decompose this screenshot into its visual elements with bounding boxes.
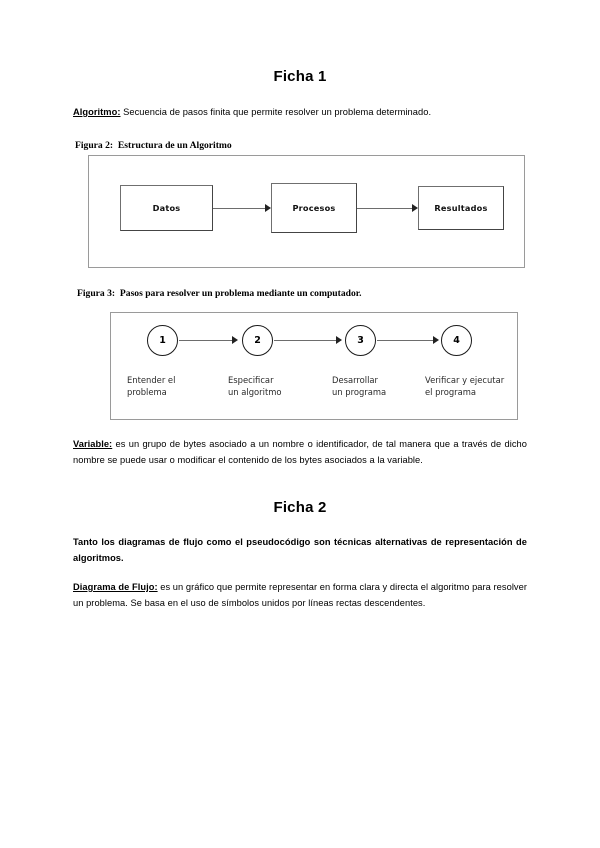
definition-algoritmo: Secuencia de pasos finita que permite re…	[120, 107, 432, 117]
step-circle-3: 3	[345, 325, 376, 356]
arrow-head-icon-2	[412, 204, 418, 212]
arrow-head-icon-3	[232, 336, 238, 344]
step-circle-4: 4	[441, 325, 472, 356]
step-number-1: 1	[159, 335, 166, 346]
step-number-4: 4	[453, 335, 460, 346]
arrow-step-1-to-2	[179, 340, 232, 341]
flow-box-procesos-label: Procesos	[292, 203, 336, 213]
step-circle-1: 1	[147, 325, 178, 356]
step-label-2: Especificar un algoritmo	[228, 375, 282, 397]
arrow-step-2-to-3	[274, 340, 336, 341]
figure-3-caption: Figura 3: Pasos para resolver un problem…	[77, 288, 362, 299]
arrow-head-icon-1	[265, 204, 271, 212]
flow-box-datos: Datos	[120, 185, 213, 231]
arrow-procesos-to-resultados	[357, 208, 412, 209]
figure-2-caption-text: Estructura de un Algoritmo	[117, 140, 232, 151]
term-algoritmo: Algoritmo:	[73, 107, 121, 117]
page-title-ficha-2: Ficha 2	[273, 499, 327, 516]
term-variable: Variable:	[73, 439, 113, 449]
flow-box-resultados-label: Resultados	[434, 203, 488, 213]
flow-box-resultados: Resultados	[418, 186, 504, 230]
step-number-3: 3	[357, 335, 364, 346]
step-label-1: Entender el problema	[127, 375, 176, 397]
figure-3-diagram: 1 2 3 4 Entender el problema Especificar…	[110, 312, 518, 420]
flow-box-procesos: Procesos	[271, 183, 357, 233]
paragraph-ficha2-intro: Tanto los diagramas de flujo como el pse…	[73, 537, 527, 563]
definition-variable: es un grupo de bytes asociado a un nombr…	[73, 439, 527, 465]
page-title-ficha-1: Ficha 1	[273, 68, 327, 85]
paragraph-diagrama-de-flujo: Diagrama de Flujo: es un gráfico que per…	[73, 579, 527, 611]
figure-3-caption-label: Figura 3:	[77, 288, 116, 299]
paragraph-algoritmo: Algoritmo: Secuencia de pasos finita que…	[73, 104, 527, 120]
figure-3-caption-text: Pasos para resolver un problema mediante…	[119, 288, 362, 299]
step-label-4: Verificar y ejecutar el programa	[425, 375, 505, 397]
arrow-head-icon-5	[433, 336, 439, 344]
step-number-2: 2	[254, 335, 261, 346]
figure-2-diagram: Datos Procesos Resultados	[88, 155, 525, 268]
arrow-datos-to-procesos	[213, 208, 265, 209]
flow-box-datos-label: Datos	[152, 203, 181, 213]
arrow-head-icon-4	[336, 336, 342, 344]
arrow-step-3-to-4	[377, 340, 433, 341]
step-circle-2: 2	[242, 325, 273, 356]
figure-2-caption: Figura 2: Estructura de un Algoritmo	[75, 140, 232, 151]
term-diagrama-de-flujo: Diagrama de Flujo:	[73, 582, 158, 592]
step-label-3: Desarrollar un programa	[332, 375, 387, 397]
definition-diagrama-de-flujo: es un gráfico que permite representar en…	[73, 582, 527, 608]
paragraph-variable: Variable: es un grupo de bytes asociado …	[73, 436, 527, 468]
figure-2-caption-label: Figura 2:	[75, 140, 114, 151]
